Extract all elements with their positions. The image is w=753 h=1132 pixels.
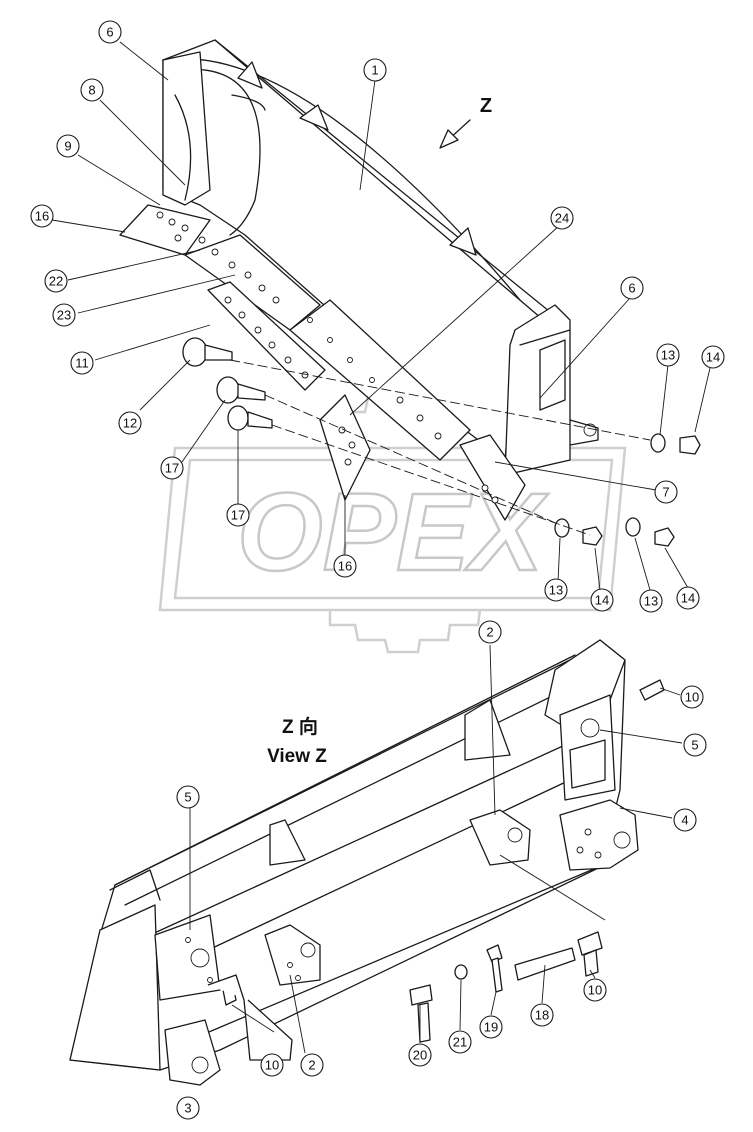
callout-19: 19 [479, 1015, 503, 1039]
callout-1: 1 [363, 58, 387, 82]
svg-text:2: 2 [486, 625, 493, 640]
svg-text:13: 13 [661, 348, 675, 363]
fasteners-upper [182, 337, 701, 547]
callout-13a: 13 [656, 343, 680, 367]
svg-text:2: 2 [308, 1058, 315, 1073]
svg-text:14: 14 [681, 591, 695, 606]
svg-text:5: 5 [184, 790, 191, 805]
callout-8: 8 [80, 78, 104, 102]
callout-5: 5 [683, 733, 707, 757]
callout-10b: 10 [583, 978, 607, 1002]
svg-text:22: 22 [49, 274, 63, 289]
svg-text:18: 18 [535, 1008, 549, 1023]
callout-16a: 16 [30, 204, 54, 228]
callout-balloons: 1 2 2 3 4 5 5 6 6 7 8 9 10 10 10 10 11 1… [30, 20, 725, 1120]
svg-text:12: 12 [123, 416, 137, 431]
callout-11: 11 [70, 351, 94, 375]
callout-6: 6 [98, 20, 122, 44]
callout-2: 2 [478, 620, 502, 644]
svg-text:13: 13 [644, 594, 658, 609]
blade-assembly: Z [119, 39, 599, 521]
view-z-title: Z 向 View Z [267, 715, 327, 767]
callout-20: 20 [408, 1043, 432, 1067]
svg-text:20: 20 [413, 1048, 427, 1063]
svg-text:16: 16 [35, 209, 49, 224]
callout-2b: 2 [300, 1053, 324, 1077]
view-title-en: View Z [267, 746, 327, 767]
svg-text:7: 7 [662, 485, 669, 500]
callout-10c: 10 [260, 1053, 284, 1077]
view-direction-arrow: Z [439, 95, 492, 149]
svg-text:1: 1 [371, 63, 378, 78]
callout-12: 12 [118, 411, 142, 435]
callout-18: 18 [530, 1003, 554, 1027]
callout-7: 7 [654, 480, 678, 504]
svg-text:6: 6 [106, 25, 113, 40]
callout-14a: 14 [701, 345, 725, 369]
svg-text:24: 24 [555, 211, 569, 226]
callout-17b: 17 [226, 503, 250, 527]
svg-text:11: 11 [75, 356, 89, 371]
svg-text:10: 10 [265, 1058, 279, 1073]
leader-lines-lower [189, 644, 683, 1054]
frame-assembly [69, 639, 639, 1086]
callout-23: 23 [52, 303, 76, 327]
callout-22: 22 [44, 269, 68, 293]
svg-text:19: 19 [484, 1020, 498, 1035]
arrow-letter: Z [480, 95, 492, 117]
svg-text:17: 17 [231, 508, 245, 523]
svg-text:21: 21 [453, 1035, 467, 1050]
callout-3: 3 [176, 1096, 200, 1120]
callout-16b: 16 [333, 554, 357, 578]
svg-text:23: 23 [57, 308, 71, 323]
callout-14c: 14 [676, 586, 700, 610]
callout-5b: 5 [176, 785, 200, 809]
view-title-cn: Z 向 [282, 715, 318, 738]
callout-21: 21 [448, 1030, 472, 1054]
svg-text:10: 10 [685, 690, 699, 705]
svg-text:6: 6 [628, 281, 635, 296]
callout-17a: 17 [160, 456, 184, 480]
svg-text:17: 17 [165, 461, 179, 476]
callout-10a: 10 [680, 685, 704, 709]
svg-text:16: 16 [338, 559, 352, 574]
svg-text:14: 14 [706, 350, 720, 365]
fasteners-lower [207, 679, 665, 1061]
callout-13c: 13 [639, 589, 663, 613]
bolt-holes [156, 211, 499, 504]
svg-text:8: 8 [88, 83, 95, 98]
callout-4: 4 [673, 808, 697, 832]
svg-text:14: 14 [595, 593, 609, 608]
svg-text:13: 13 [549, 583, 563, 598]
callout-9: 9 [56, 134, 80, 158]
callout-6b: 6 [620, 276, 644, 300]
callout-13b: 13 [544, 578, 568, 602]
callout-24: 24 [550, 206, 574, 230]
leader-lines-upper [51, 41, 711, 591]
callout-14b: 14 [590, 588, 614, 612]
svg-text:10: 10 [588, 983, 602, 998]
svg-text:5: 5 [691, 738, 698, 753]
svg-text:4: 4 [681, 813, 688, 828]
svg-text:3: 3 [184, 1101, 191, 1116]
svg-text:9: 9 [64, 139, 71, 154]
